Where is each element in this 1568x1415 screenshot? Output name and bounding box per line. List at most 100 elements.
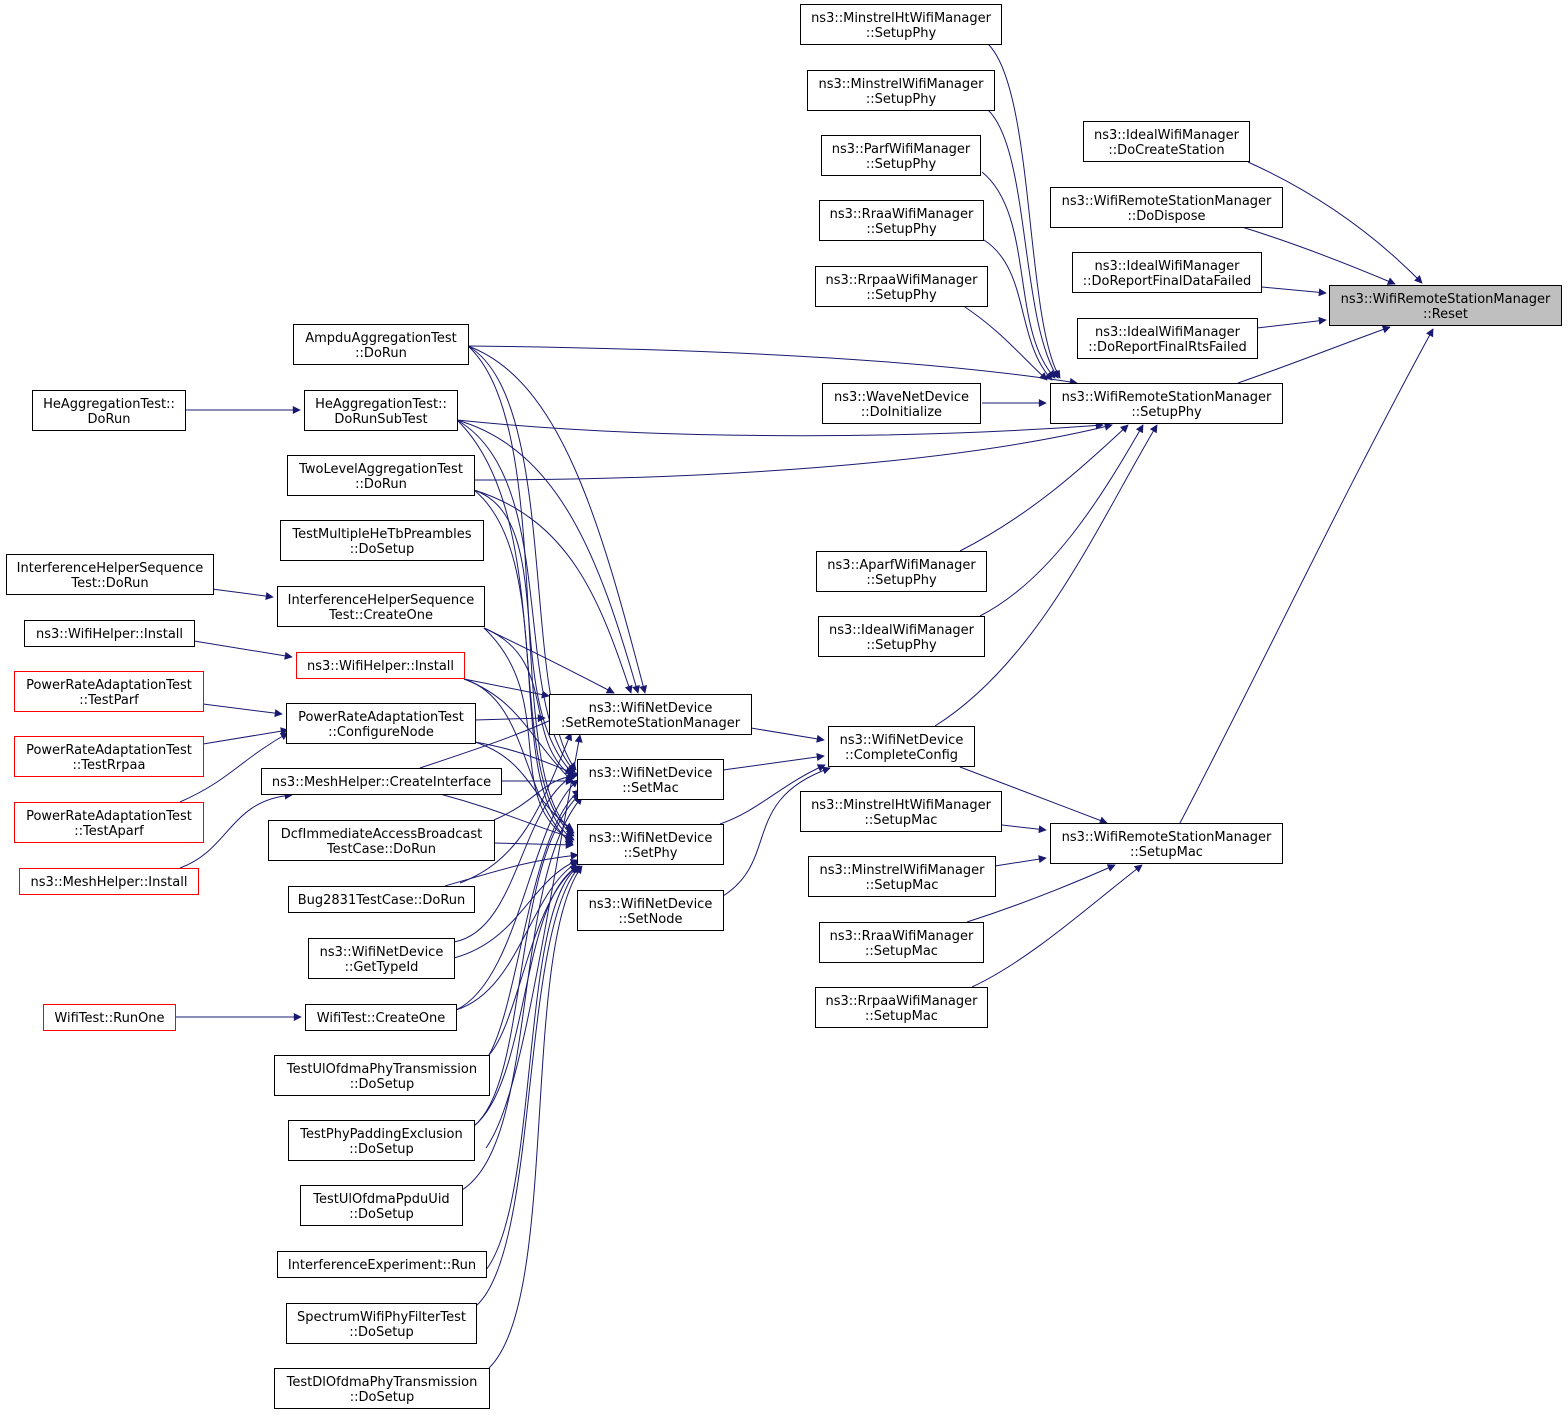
call-edge-21 — [722, 753, 825, 771]
node-wnd-setmac[interactable]: ns3::WifiNetDevice::SetMac — [577, 759, 724, 800]
node-box — [268, 820, 495, 861]
node-testphypad-dosetup[interactable]: TestPhyPaddingExclusion::DoSetup — [288, 1120, 475, 1161]
node-box — [1329, 285, 1562, 326]
node-label-line: DoRunSubTest — [334, 412, 427, 427]
node-rraa-setupmac[interactable]: ns3::RraaWifiManager::SetupMac — [819, 922, 984, 963]
node-label-line: ::DoSetup — [350, 1077, 415, 1092]
call-edge-16 — [994, 855, 1047, 867]
node-label-line: ns3::WifiNetDevice — [589, 766, 713, 781]
node-wifihelper-install-red[interactable]: ns3::WifiHelper::Install — [296, 652, 465, 679]
node-label-line: ns3::IdealWifiManager — [1095, 325, 1241, 340]
node-box — [19, 868, 199, 895]
node-prat-testaparf[interactable]: PowerRateAdaptationTest::TestAparf — [14, 802, 204, 843]
node-minstrel-setupmac[interactable]: ns3::MinstrelWifiManager::SetupMac — [808, 856, 996, 897]
node-wrsm-setupmac[interactable]: ns3::WifiRemoteStationManager::SetupMac — [1050, 823, 1283, 864]
node-wnd-gettypeid[interactable]: ns3::WifiNetDevice::GetTypeId — [308, 938, 455, 979]
node-ideal-docreate[interactable]: ns3::IdealWifiManager::DoCreateStation — [1083, 121, 1250, 162]
call-edge-12 — [1256, 316, 1327, 329]
node-box — [308, 938, 455, 979]
node-label-line: ns3::WifiNetDevice — [840, 733, 964, 748]
node-testulppdu-dosetup[interactable]: TestUlOfdmaPpduUid::DoSetup — [300, 1185, 463, 1226]
node-heagg-dorunsub[interactable]: HeAggregationTest::DoRunSubTest — [304, 390, 458, 431]
node-parf-setupphy[interactable]: ns3::ParfWifiManager::SetupPhy — [821, 135, 981, 176]
node-rraa-setupphy[interactable]: ns3::RraaWifiManager::SetupPhy — [819, 200, 984, 241]
call-edge-39 — [463, 678, 550, 699]
node-minstrelht-setupmac[interactable]: ns3::MinstrelHtWifiManager::SetupMac — [800, 791, 1002, 832]
node-spectrum-dosetup[interactable]: SpectrumWifiPhyFilterTest::DoSetup — [286, 1303, 477, 1344]
node-box — [288, 886, 475, 913]
node-wnd-setrsm[interactable]: ns3::WifiNetDevice:SetRemoteStationManag… — [549, 694, 752, 735]
call-edge-56 — [461, 796, 583, 1191]
node-label-line: ns3::RraaWifiManager — [830, 207, 974, 222]
node-prat-testrrpaa[interactable]: PowerRateAdaptationTest::TestRrpaa — [14, 736, 204, 777]
node-aparf-setupphy[interactable]: ns3::AparfWifiManager::SetupPhy — [816, 551, 987, 592]
node-reset[interactable]: ns3::WifiRemoteStationManager::Reset — [1329, 285, 1562, 326]
node-box — [277, 1251, 487, 1278]
node-label-line: HeAggregationTest:: — [315, 397, 447, 412]
node-ideal-finaldata[interactable]: ns3::IdealWifiManager::DoReportFinalData… — [1072, 252, 1262, 293]
node-twolevel-dorun[interactable]: TwoLevelAggregationTest::DoRun — [287, 455, 475, 496]
node-box — [1083, 121, 1250, 162]
node-label-line: ::SetupPhy — [866, 26, 937, 41]
node-label-line: DoRun — [88, 412, 131, 427]
node-testmulti-dosetup[interactable]: TestMultipleHeTbPreambles::DoSetup — [280, 520, 484, 561]
node-label-line: ns3::WifiNetDevice — [320, 945, 444, 960]
node-wnd-completeconfig[interactable]: ns3::WifiNetDevice::CompleteConfig — [828, 726, 975, 767]
call-edge-72 — [488, 865, 583, 1369]
node-bug2831-dorun[interactable]: Bug2831TestCase::DoRun — [288, 886, 475, 913]
node-box — [1050, 187, 1283, 228]
node-prat-testparf[interactable]: PowerRateAdaptationTest::TestParf — [14, 671, 204, 712]
node-label-line: PowerRateAdaptationTest — [26, 809, 192, 824]
call-edge-24 — [467, 345, 1078, 386]
node-heagg-dorun[interactable]: HeAggregationTest::DoRun — [32, 390, 186, 431]
node-box — [1050, 823, 1283, 864]
node-box — [305, 1004, 457, 1031]
node-wrsm-setupphy[interactable]: ns3::WifiRemoteStationManager::SetupPhy — [1050, 383, 1283, 424]
node-mesh-install[interactable]: ns3::MeshHelper::Install — [19, 868, 199, 895]
node-wnd-setphy[interactable]: ns3::WifiNetDevice::SetPhy — [577, 824, 724, 865]
node-label-line: ::DoSetup — [350, 1390, 415, 1405]
node-label-line: ::Reset — [1423, 307, 1468, 322]
node-box — [14, 736, 204, 777]
call-edge-10 — [1241, 226, 1396, 285]
node-label-line: ns3::MinstrelWifiManager — [818, 77, 984, 92]
node-label-line: ::SetupMac — [865, 944, 938, 959]
call-edge-38 — [483, 627, 615, 694]
call-edge-19 — [959, 766, 1108, 825]
node-label-line: ns3::MeshHelper::CreateInterface — [272, 775, 491, 790]
call-edge-14 — [1179, 328, 1434, 824]
node-wrsm-dodispose[interactable]: ns3::WifiRemoteStationManager::DoDispose — [1050, 187, 1283, 228]
call-edge-11 — [1261, 286, 1327, 297]
node-ideal-finalrts[interactable]: ns3::IdealWifiManager::DoReportFinalRtsF… — [1077, 318, 1258, 359]
node-box — [1077, 318, 1258, 359]
node-dcf-dorun[interactable]: DcfImmediateAccessBroadcastTestCase::DoR… — [268, 820, 495, 861]
node-minstrel-setupphy[interactable]: ns3::MinstrelWifiManager::SetupPhy — [807, 70, 995, 111]
node-rrpaa-setupphy[interactable]: ns3::RrpaaWifiManager::SetupPhy — [815, 266, 988, 307]
node-label-line: ns3::MinstrelHtWifiManager — [811, 11, 992, 26]
node-box — [821, 135, 981, 176]
node-mesh-createiface[interactable]: ns3::MeshHelper::CreateInterface — [261, 768, 502, 795]
node-ampdu-dorun[interactable]: AmpduAggregationTest::DoRun — [293, 324, 469, 365]
node-label-line: TestUlOfdmaPhyTransmission — [286, 1062, 477, 1077]
node-testdlofdma-dosetup[interactable]: TestDlOfdmaPhyTransmission::DoSetup — [274, 1368, 490, 1409]
node-label-line: ns3::WifiRemoteStationManager — [1062, 830, 1272, 845]
node-prat-confignode[interactable]: PowerRateAdaptationTest::ConfigureNode — [286, 703, 476, 744]
node-wnd-setnode[interactable]: ns3::WifiNetDevice::SetNode — [577, 890, 724, 931]
node-ideal-setupphy[interactable]: ns3::IdealWifiManager::SetupPhy — [818, 616, 985, 657]
node-label-line: PowerRateAdaptationTest — [26, 678, 192, 693]
node-rrpaa-setupmac[interactable]: ns3::RrpaaWifiManager::SetupMac — [815, 987, 988, 1028]
node-wifitest-runone[interactable]: WifiTest::RunOne — [43, 1004, 176, 1031]
node-ihs-createone[interactable]: InterferenceHelperSequenceTest::CreateOn… — [277, 586, 485, 627]
node-box — [822, 383, 981, 424]
node-label-line: WifiTest::CreateOne — [317, 1011, 445, 1026]
node-wifihelper-install[interactable]: ns3::WifiHelper::Install — [24, 620, 195, 647]
node-minstrelht-setupphy[interactable]: ns3::MinstrelHtWifiManager::SetupPhy — [800, 4, 1002, 45]
node-wifitest-createone[interactable]: WifiTest::CreateOne — [305, 1004, 457, 1031]
call-edge-64 — [493, 840, 574, 849]
node-interfexp-run[interactable]: InterferenceExperiment::Run — [277, 1251, 487, 1278]
node-label-line: ns3::AparfWifiManager — [827, 558, 976, 573]
node-testulofdma-dosetup[interactable]: TestUlOfdmaPhyTransmission::DoSetup — [274, 1055, 490, 1096]
node-wave-doinit[interactable]: ns3::WaveNetDevice::DoInitialize — [822, 383, 981, 424]
node-label-line: ns3::WifiNetDevice — [589, 701, 713, 716]
